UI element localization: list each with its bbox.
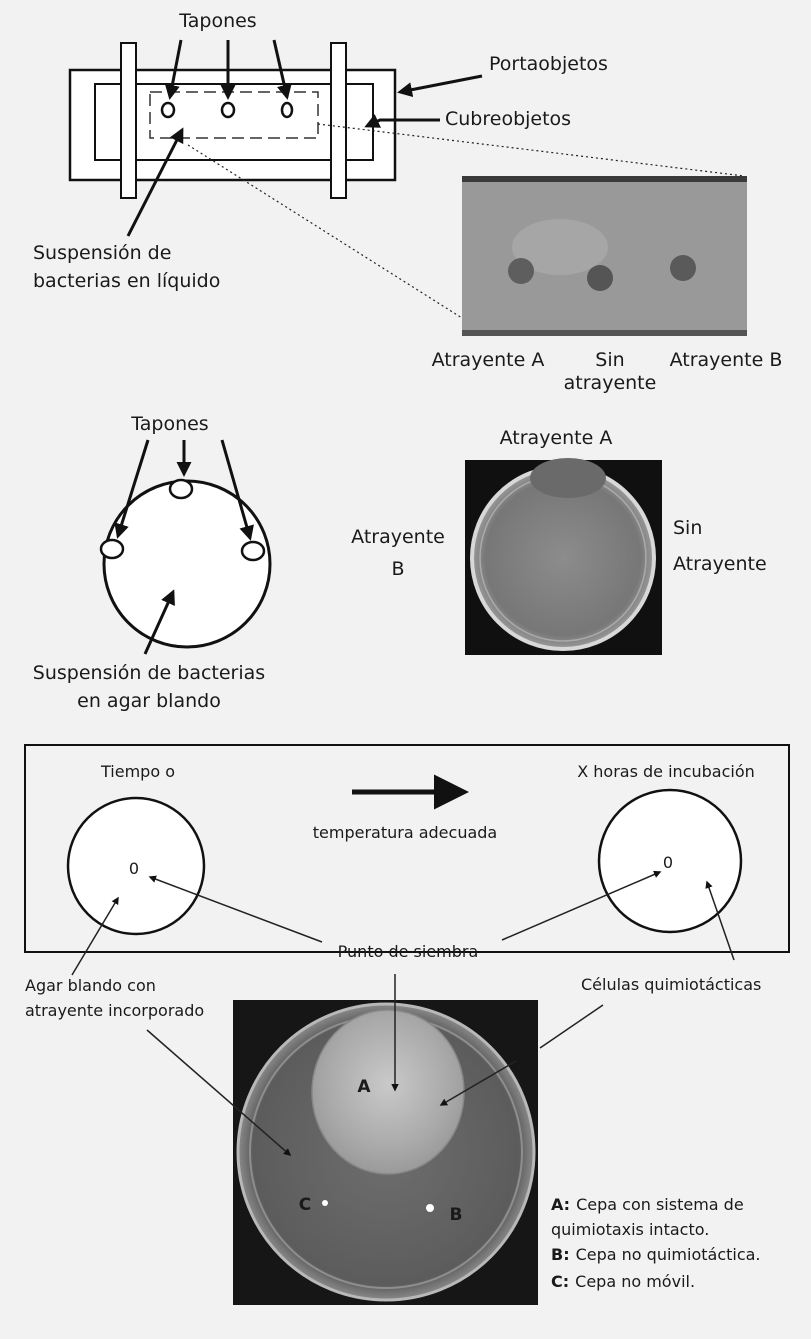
legend-text-2: Cepa no quimiotáctica. — [576, 1245, 761, 1264]
legend-key-0: A: — [551, 1195, 570, 1214]
label-cubreobjetos: Cubreobjetos — [445, 108, 571, 130]
dish-time-x — [597, 788, 743, 934]
label-tapones-1: Tapones — [178, 10, 256, 32]
label-celulas: Células quimiotácticas — [581, 975, 761, 994]
plug-right — [240, 540, 266, 562]
arrow-siembra-right — [501, 870, 662, 941]
dish-mark-right: 0 — [663, 853, 673, 872]
legend-key-3: C: — [551, 1272, 569, 1291]
legend-text-0: Cepa con sistema de — [576, 1195, 744, 1214]
arrow-celulas-photo — [439, 1060, 517, 1106]
plug-2 — [220, 101, 236, 119]
label-agar-1: Agar blando con — [25, 976, 156, 995]
arrow-cubreobjetos — [364, 114, 440, 128]
label-atrayente-b-1: Atrayente B — [670, 349, 783, 371]
label-suspension-2b: en agar blando — [77, 690, 221, 712]
label-sin-2b: Atrayente — [673, 553, 767, 575]
zoom-line-left — [187, 144, 463, 319]
photo-point-c — [322, 1200, 328, 1206]
legend-key-2: B: — [551, 1245, 570, 1264]
photo-label-b: B — [450, 1205, 463, 1225]
petri-photo-1 — [465, 458, 662, 655]
slide-photo-top-edge — [462, 176, 747, 182]
label-atrayente-a-2: Atrayente A — [500, 427, 613, 449]
legend-row-1: quimiotaxis intacto. — [551, 1220, 709, 1239]
label-x-horas: X horas de incubación — [577, 762, 755, 781]
plug-left — [99, 538, 125, 560]
label-atrayente-b-2b: B — [391, 558, 404, 580]
petri-photo-1-halo — [530, 458, 606, 498]
legend-text-3: Cepa no móvil. — [575, 1272, 695, 1291]
slide-bar-right — [330, 42, 347, 199]
legend-row-0: A: Cepa con sistema de — [551, 1195, 744, 1214]
arrow-tapones-1a — [164, 39, 183, 100]
photo-legend: A: Cepa con sistema de quimiotaxis intact… — [551, 1195, 761, 1291]
arrow-agar-left — [71, 896, 119, 976]
label-sin-1a: Sin — [595, 349, 624, 371]
dish-time-0 — [66, 796, 206, 936]
plug-1 — [160, 101, 176, 119]
zoom-line-right — [317, 123, 745, 177]
label-agar-2: atrayente incorporado — [25, 1001, 204, 1020]
label-atrayente-a-1: Atrayente A — [432, 349, 545, 371]
label-temperatura: temperatura adecuada — [313, 823, 497, 842]
arrow-suspension-liquido — [126, 127, 184, 237]
slide-diagram — [68, 42, 397, 199]
chemotaxis-halo — [311, 1009, 465, 1175]
photo-label-c: C — [299, 1195, 311, 1215]
label-sin-1b: atrayente — [564, 372, 657, 394]
slide-photo-bottom-edge — [462, 330, 747, 336]
slide-bar-left — [120, 42, 137, 199]
legend-text-1: quimiotaxis intacto. — [551, 1220, 709, 1239]
petri-photo-2 — [233, 1000, 538, 1305]
arrow-agar-photo — [146, 1029, 292, 1156]
line-celulas-photo — [539, 1004, 604, 1049]
label-portaobjetos: Portaobjetos — [489, 53, 608, 75]
legend-row-3: C: Cepa no móvil. — [551, 1272, 695, 1291]
plug-3 — [280, 101, 294, 119]
label-punto-siembra: Punto de siembra — [338, 942, 479, 961]
plug-top — [168, 478, 194, 500]
label-sin-2a: Sin — [673, 517, 702, 539]
arrow-tapones-2c — [220, 439, 254, 541]
arrow-tapones-2a — [114, 439, 150, 539]
arrow-celulas-dish — [705, 880, 735, 961]
incubation-box — [24, 744, 790, 953]
label-suspension-1b: bacterias en líquido — [33, 270, 220, 292]
label-suspension-1a: Suspensión de — [33, 242, 171, 264]
label-atrayente-b-2a: Atrayente — [351, 526, 445, 548]
photo-label-a: A — [357, 1077, 371, 1097]
arrow-portaobjetos — [397, 74, 483, 98]
photo-spot-b — [670, 255, 696, 281]
slide-photo-glare — [512, 219, 608, 275]
arrow-suspension-agar — [143, 589, 175, 655]
label-tiempo: Tiempo o — [100, 762, 175, 781]
slide-photo — [462, 176, 747, 336]
legend-row-2: B: Cepa no quimiotáctica. — [551, 1245, 761, 1264]
label-tapones-2: Tapones — [130, 413, 208, 435]
dish-mark-left: 0 — [129, 859, 139, 878]
photo-point-b — [426, 1204, 434, 1212]
photo-spot-a — [508, 258, 534, 284]
arrow-siembra-left — [148, 875, 323, 943]
arrow-tapones-1c — [272, 39, 292, 100]
label-suspension-2a: Suspensión de bacterias — [33, 662, 265, 684]
photo-spot-sin — [587, 265, 613, 291]
